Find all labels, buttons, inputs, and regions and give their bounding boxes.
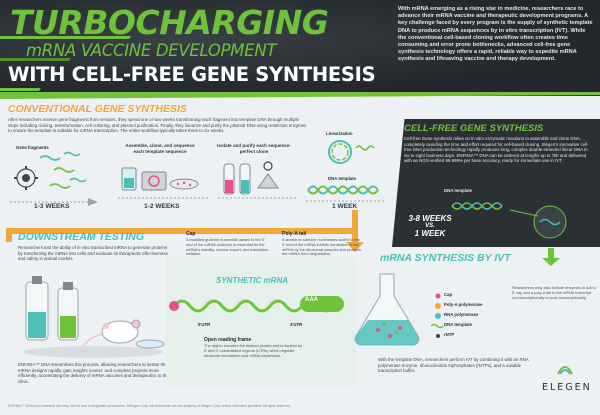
isolate-illustration xyxy=(218,161,298,199)
ivt-legend-icons xyxy=(430,293,444,338)
weeks-1-3: 1-3 WEEKS xyxy=(34,203,70,210)
legend-polya-polymerase: Poly-A polymerase xyxy=(444,302,483,307)
legend-rntp: rNTP xyxy=(444,332,455,337)
poly-a-aaa: AAA xyxy=(305,297,318,303)
ivt-body: With the template DNA, researchers perfo… xyxy=(378,357,529,374)
dna-template-label: DNA template xyxy=(328,176,357,181)
flow-arrows xyxy=(6,210,560,266)
legend-dna-template: DNA template xyxy=(444,322,473,327)
footer-disclaimer: ENFINIA™ DNA is for research use only. N… xyxy=(8,404,291,408)
title-line-1: TURBOCHARGING xyxy=(10,3,329,42)
polya-text: A stretch of adenine nucleotides added t… xyxy=(282,237,361,257)
isolate-step-label: Isolate and purify each sequence-perfect… xyxy=(217,143,291,154)
cell-free-title: CELL-FREE GENE SYNTHESIS xyxy=(404,123,544,134)
header-accent-band xyxy=(0,92,600,99)
downstream-title: DOWNSTREAM TESTING xyxy=(18,231,144,243)
gene-fragments-illustration xyxy=(10,151,98,206)
legend-rna-polymerase: RNA polymerase xyxy=(444,312,479,317)
legend-cap: Cap xyxy=(444,292,453,297)
polya-title: Poly-A tail xyxy=(282,231,307,237)
synthetic-mrna-panel xyxy=(166,256,356,386)
gene-fragments-label: Gene fragments xyxy=(16,145,49,150)
ivt-legend: Cap Poly-A polymerase RNA polymerase DNA… xyxy=(444,292,483,342)
assemble-step-label: Assemble, clone, and sequence each templ… xyxy=(125,143,195,154)
elegen-logo: ELEGEN xyxy=(542,382,592,393)
mrna-strand-illustration xyxy=(169,296,344,313)
weeks-1-2: 1-2 WEEKS xyxy=(144,203,180,210)
utr5-label: 5'UTR xyxy=(198,322,211,327)
linearization-label: Linearization xyxy=(326,131,353,136)
header-banner: TURBOCHARGING mRNA VACCINE DEVELOPMENT W… xyxy=(0,0,600,96)
weeks-1: 1 WEEK xyxy=(332,203,358,210)
title-line-3: WITH CELL-FREE GENE SYNTHESIS xyxy=(8,63,376,86)
utr3-label: 3'UTR xyxy=(290,322,303,327)
ivt-title: mRNA SYNTHESIS BY IVT xyxy=(380,252,511,264)
weeks-3-8: 3-8 WEEKS xyxy=(408,214,452,223)
ivt-flask-illustration xyxy=(354,273,420,346)
weeks-vs: VS. xyxy=(425,223,435,229)
downstream-body-2: ENFINIA™ DNA streamlines this process, a… xyxy=(18,362,176,384)
orf-title: Open reading frame xyxy=(204,337,252,343)
cap-text: A modified guanine nucleotide added to t… xyxy=(186,237,269,257)
synthetic-mrna-title: SYNTHETIC mRNA xyxy=(216,276,289,285)
cap-title: Cap xyxy=(186,231,196,237)
intro-text: With mRNA emerging as a rising star in m… xyxy=(398,6,593,63)
downstream-body: Researchers test the ability of in vitro… xyxy=(18,245,168,262)
linearization-plasmid xyxy=(328,140,375,164)
conventional-title: CONVENTIONAL GENE SYNTHESIS xyxy=(8,103,187,115)
elegen-logo-icon xyxy=(557,366,573,375)
cell-free-weeks-compare: 3-8 WEEKS VS. 1 WEEK xyxy=(400,214,460,238)
ivt-note: Researchers may also include enzymes to … xyxy=(512,285,596,300)
speed-line xyxy=(0,88,41,91)
orf-text: The region encodes the desired protein a… xyxy=(204,343,302,358)
assemble-illustration xyxy=(118,167,210,199)
conventional-body: After researchers receive gene fragments… xyxy=(8,117,307,134)
cell-free-dna-illustration xyxy=(451,202,567,239)
weeks-1-fast: 1 WEEK xyxy=(414,229,446,238)
dna-template-strand xyxy=(306,185,386,202)
downstream-illustration xyxy=(23,276,165,358)
cell-free-body: Cell-free Gene synthesis relies on in vi… xyxy=(404,136,589,164)
cell-free-dna-label: DNA template xyxy=(444,188,473,193)
title-line-2: mRNA VACCINE DEVELOPMENT xyxy=(26,41,277,60)
